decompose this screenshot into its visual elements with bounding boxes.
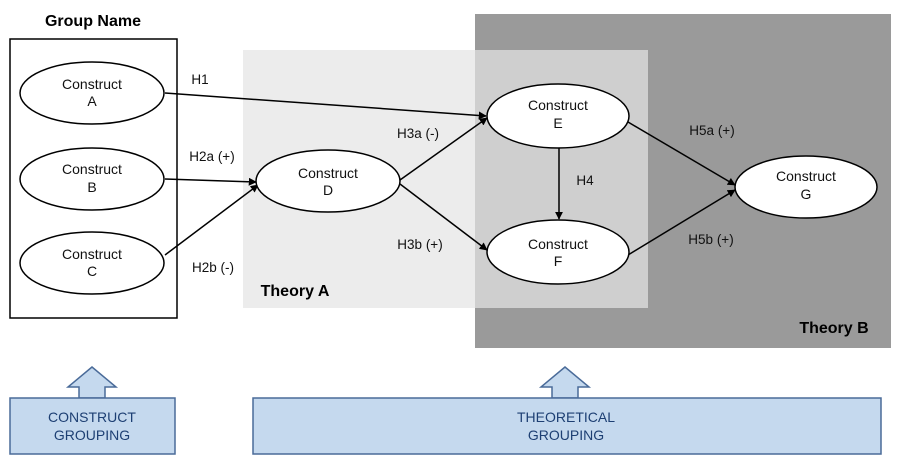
svg-text:GROUPING: GROUPING [54,427,130,443]
svg-text:Construct: Construct [62,246,122,262]
svg-text:GROUPING: GROUPING [528,427,604,443]
node-construct-f: Construct F [486,219,630,285]
theory-a-label: Theory A [261,283,330,300]
edge-label-h4: H4 [576,173,594,188]
edge-label-h5b: H5b (+) [688,232,733,247]
svg-text:THEORETICAL: THEORETICAL [517,409,615,425]
theoretical-grouping-box: THEORETICAL GROUPING [252,397,882,455]
edge-label-h5a: H5a (+) [689,123,734,138]
edge-label-h3b: H3b (+) [397,237,442,252]
svg-text:Construct: Construct [62,76,122,92]
edge-h3a [399,117,488,181]
svg-text:B: B [87,179,96,195]
edge-h5a [627,121,736,186]
node-construct-a: Construct A [19,61,165,125]
theoretical-grouping-arrow-icon [538,366,592,399]
edge-label-h2a: H2a (+) [189,149,234,164]
node-construct-b: Construct B [19,147,165,211]
svg-text:D: D [323,182,333,198]
svg-text:Construct: Construct [528,236,588,252]
svg-text:Construct: Construct [62,161,122,177]
group-name-title: Group Name [45,13,141,30]
edge-h5b [627,189,736,256]
node-construct-e: Construct E [486,83,630,149]
edge-h3b [399,183,488,251]
edge-h1 [164,92,487,120]
svg-text:G: G [801,186,812,202]
svg-text:Construct: Construct [528,97,588,113]
svg-text:E: E [553,115,562,131]
svg-text:F: F [554,253,563,269]
construct-grouping-box: CONSTRUCT GROUPING [9,397,176,455]
edge-label-h3a: H3a (-) [397,126,439,141]
node-construct-c: Construct C [19,231,165,295]
construct-grouping-arrow-icon [65,366,119,399]
edge-h2a [164,177,257,186]
edge-label-h2b: H2b (-) [192,260,234,275]
edge-label-h1: H1 [191,72,208,87]
svg-text:Construct: Construct [298,165,358,181]
theory-b-label: Theory B [799,320,868,337]
node-construct-d: Construct D [255,149,401,213]
edge-h2b [164,184,259,256]
svg-text:CONSTRUCT: CONSTRUCT [48,409,136,425]
svg-text:C: C [87,263,97,279]
node-construct-g: Construct G [734,155,878,219]
svg-text:Construct: Construct [776,168,836,184]
svg-text:A: A [87,93,97,109]
